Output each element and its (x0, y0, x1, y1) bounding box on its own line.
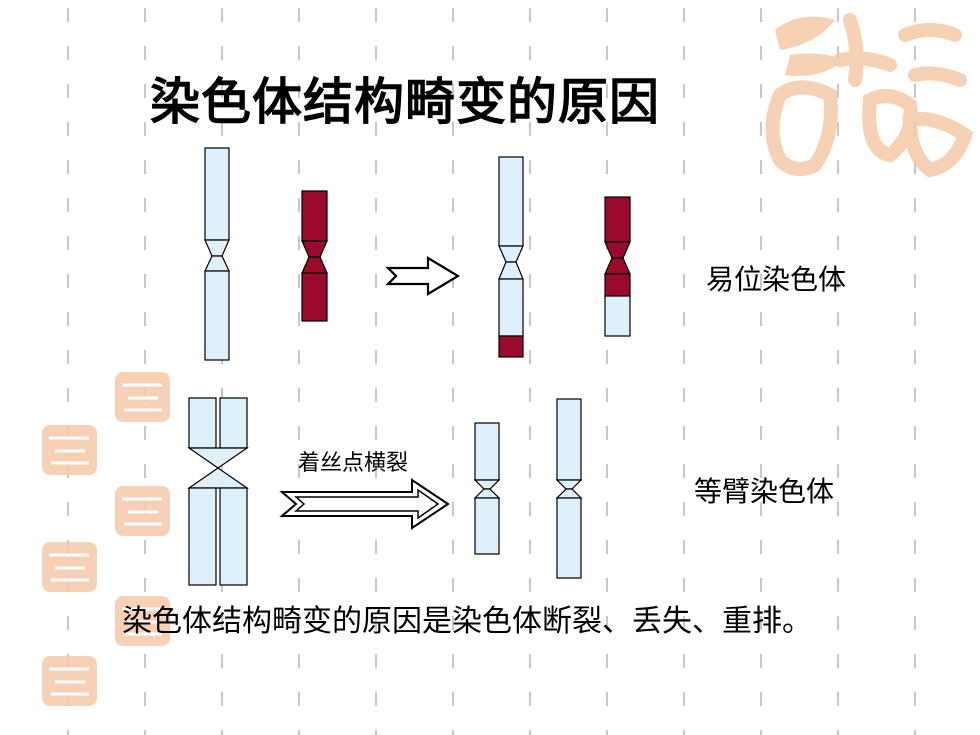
isochromosome-long (555, 398, 583, 579)
arrow-annotation: 着丝点横裂 (298, 451, 409, 476)
slide-caption: 染色体结构畸变的原因是染色体断裂、丢失、重排。 (122, 604, 812, 639)
chromosome-x-shaped (187, 397, 249, 586)
seal-logo-large (765, 13, 974, 178)
chromosome-translocated-long (498, 156, 524, 358)
slide-title: 染色体结构畸变的原因 (150, 73, 660, 131)
arrow-right-icon (385, 256, 461, 296)
seal-logo-small-3 (115, 486, 170, 536)
chromosome-translocated-short (604, 196, 631, 337)
chromosome-normal-long (204, 147, 230, 361)
chromosome-dark-short (301, 190, 328, 322)
seal-logo-small-1 (115, 372, 170, 422)
seal-logo-small-2 (42, 425, 97, 475)
label-translocation: 易位染色体 (706, 263, 847, 296)
arrow-right-double-icon (279, 478, 450, 530)
seal-logo-small-6 (42, 656, 97, 706)
seal-logo-small-5 (115, 596, 170, 646)
isochromosome-short (473, 422, 501, 555)
seal-logo-small-4 (42, 542, 97, 592)
label-isochromosome: 等臂染色体 (694, 475, 835, 508)
